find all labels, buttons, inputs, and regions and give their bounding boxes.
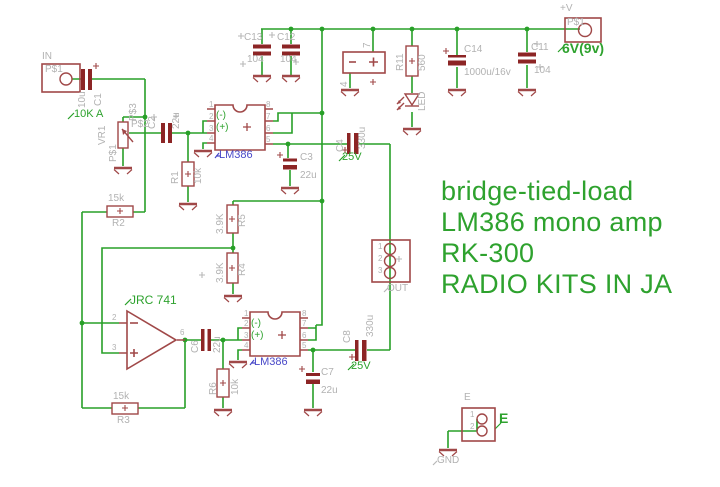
wire-vline-supply — [308, 29, 323, 341]
connector-e — [461, 407, 496, 442]
wire-pot-to-c2 — [129, 132, 207, 202]
cap-c6 — [201, 329, 211, 351]
wires — [67, 28, 580, 448]
wire-r3-feedback — [82, 339, 201, 409]
wire-741-power — [349, 29, 374, 88]
ic-lm386-2 — [249, 311, 301, 357]
cap-c4 — [341, 133, 359, 154]
cap-c8 — [348, 340, 367, 361]
title-line-2: LM386 mono amp — [441, 207, 663, 237]
title-line-3: RK-300 — [441, 238, 535, 268]
cap-c7 — [298, 365, 320, 384]
resistors — [106, 45, 419, 415]
title-line-1: bridge-tied-load — [441, 176, 634, 206]
wire-lm1-left — [202, 120, 207, 149]
ic-741-power-box — [342, 51, 386, 86]
cap-c11 — [518, 52, 536, 64]
power-plus-symbol — [369, 57, 378, 67]
connector-in — [41, 63, 81, 93]
title-line-4: RADIO KITS IN JA — [441, 269, 673, 299]
wire-c6-r6 — [211, 339, 242, 408]
ic-lm386-1 — [214, 104, 266, 151]
wire-lm2-left — [237, 327, 242, 360]
lm386-label-markers — [214, 152, 255, 366]
wire-pot — [122, 116, 145, 166]
cap-c14 — [442, 47, 466, 66]
resistor-origin-crosses — [116, 57, 416, 412]
pot-vr1 — [117, 121, 134, 149]
title-block: bridge-tied-load LM386 mono amp RK-300 R… — [441, 176, 672, 300]
cap-c12 — [282, 44, 300, 56]
label-markers-green — [67, 45, 565, 430]
cap-c13 — [253, 44, 271, 56]
cap-c2 — [161, 123, 172, 143]
wire-r5-top — [232, 200, 322, 205]
label-markers-gray — [383, 287, 438, 466]
pin-stubs — [119, 108, 308, 354]
opamp-plus-symbol — [130, 349, 138, 357]
cap-c3 — [276, 151, 297, 170]
led-symbol — [396, 93, 421, 111]
wire-lm1-supply — [273, 112, 322, 134]
wire-r2-feedback — [81, 211, 145, 408]
ic-opamp-741 — [126, 309, 178, 371]
connector-ps1 — [564, 17, 602, 43]
wire-lm2-out — [308, 349, 355, 408]
connector-out — [371, 239, 411, 283]
cap-c1 — [81, 62, 100, 90]
wire-out-line — [359, 143, 391, 350]
wire-input — [72, 78, 146, 212]
